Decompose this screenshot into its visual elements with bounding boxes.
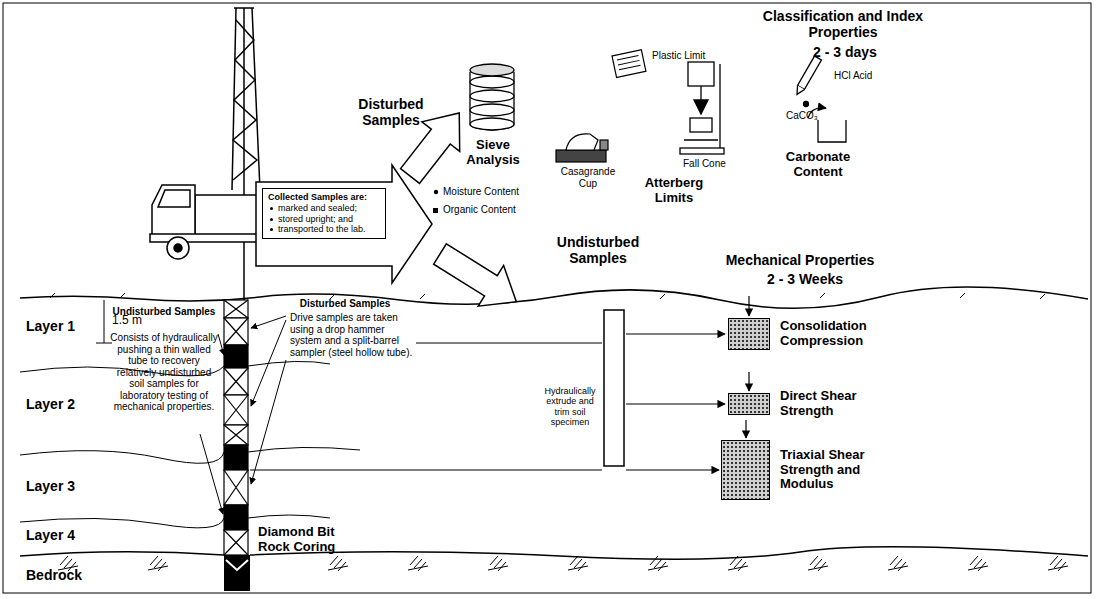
test-specimen: Consolidation Compression: [728, 318, 770, 350]
text-label: Layer 1: [26, 318, 75, 334]
specimen-square: [728, 393, 770, 415]
dimension-line: [96, 300, 112, 343]
text-label: 2 - 3 Weeks: [755, 271, 855, 287]
text-label: 2 - 3 days: [800, 44, 890, 60]
frame: [3, 3, 1091, 593]
casagrande-cup-icon: [556, 134, 608, 162]
text-label: Organic Content: [443, 204, 516, 216]
test-name: Consolidation Compression: [780, 319, 890, 349]
text-label: Hydraulically extrude and trim soil spec…: [538, 386, 602, 427]
test-specimen: Direct Shear Strength: [728, 393, 770, 415]
specimen-square: [728, 318, 770, 350]
text-label: Consists of hydraulically pushing a thin…: [110, 332, 218, 413]
bedrock-line: [20, 547, 1088, 559]
text-label: Disturbed Samples: [356, 96, 426, 128]
layer-boundary: [20, 518, 224, 528]
text-label: Fall Cone: [683, 158, 726, 170]
text-label: Disturbed Samples: [290, 298, 400, 310]
text-label: Layer 2: [26, 396, 75, 412]
sample-tube: [604, 310, 624, 466]
ground-line: [20, 287, 1088, 308]
leader-line: [250, 343, 602, 470]
boring-column: [224, 300, 248, 555]
ground-ticks: [50, 293, 1045, 299]
text-label: Sieve Analysis: [455, 138, 531, 168]
text-label: Mechanical Properties: [700, 252, 900, 268]
bullet-item: stored upright; and: [268, 214, 380, 225]
text-label: Classification and Index Properties: [748, 8, 938, 40]
acid-pipette-icon: [794, 56, 822, 107]
text-label: CaCO₃: [786, 110, 818, 122]
text-label: Drive samples are taken using a drop ham…: [290, 312, 414, 358]
callout-leader: [200, 316, 286, 514]
bullet-item: transported to the lab.: [268, 224, 380, 235]
test-specimen: Triaxial Shear Strength and Modulus: [721, 440, 770, 500]
fall-cone-icon: [680, 62, 724, 154]
test-name: Triaxial Shear Strength and Modulus: [780, 448, 890, 493]
specimen-square: [721, 440, 770, 500]
bullet-mark: [434, 190, 438, 194]
layer-boundary: [248, 361, 330, 366]
text-label: Layer 4: [26, 527, 75, 543]
rock-hatch: [58, 556, 1068, 571]
plastic-limit-icon: [612, 50, 646, 78]
text-label: Carbonate Content: [776, 150, 860, 180]
text-label: Undisturbed Samples: [548, 234, 648, 266]
flow-arrow: [256, 98, 529, 322]
layer-boundary: [248, 515, 330, 518]
text-label: Diamond Bit Rock Coring: [258, 525, 353, 555]
text-label: HCl Acid: [834, 70, 872, 82]
text-label: Moisture Content: [443, 186, 519, 198]
text-label: Casagrande Cup: [560, 166, 616, 189]
text-label: Atterberg Limits: [624, 176, 724, 206]
text-label: Layer 3: [26, 478, 75, 494]
layer-boundary: [20, 451, 224, 464]
callout-box: Collected Samples are:marked and sealed;…: [262, 188, 386, 239]
box-heading: Collected Samples are:: [268, 192, 380, 203]
text-label: Bedrock: [26, 567, 82, 583]
sieve-icon: [470, 64, 514, 130]
test-name: Direct Shear Strength: [780, 389, 890, 419]
text-label: Undisturbed Samples: [112, 306, 216, 318]
text-label: Plastic Limit: [652, 50, 705, 62]
bullet-mark: [433, 208, 438, 213]
bullet-item: marked and sealed;: [268, 203, 380, 214]
layer-boundary: [248, 447, 360, 452]
rock-core: [224, 555, 250, 591]
